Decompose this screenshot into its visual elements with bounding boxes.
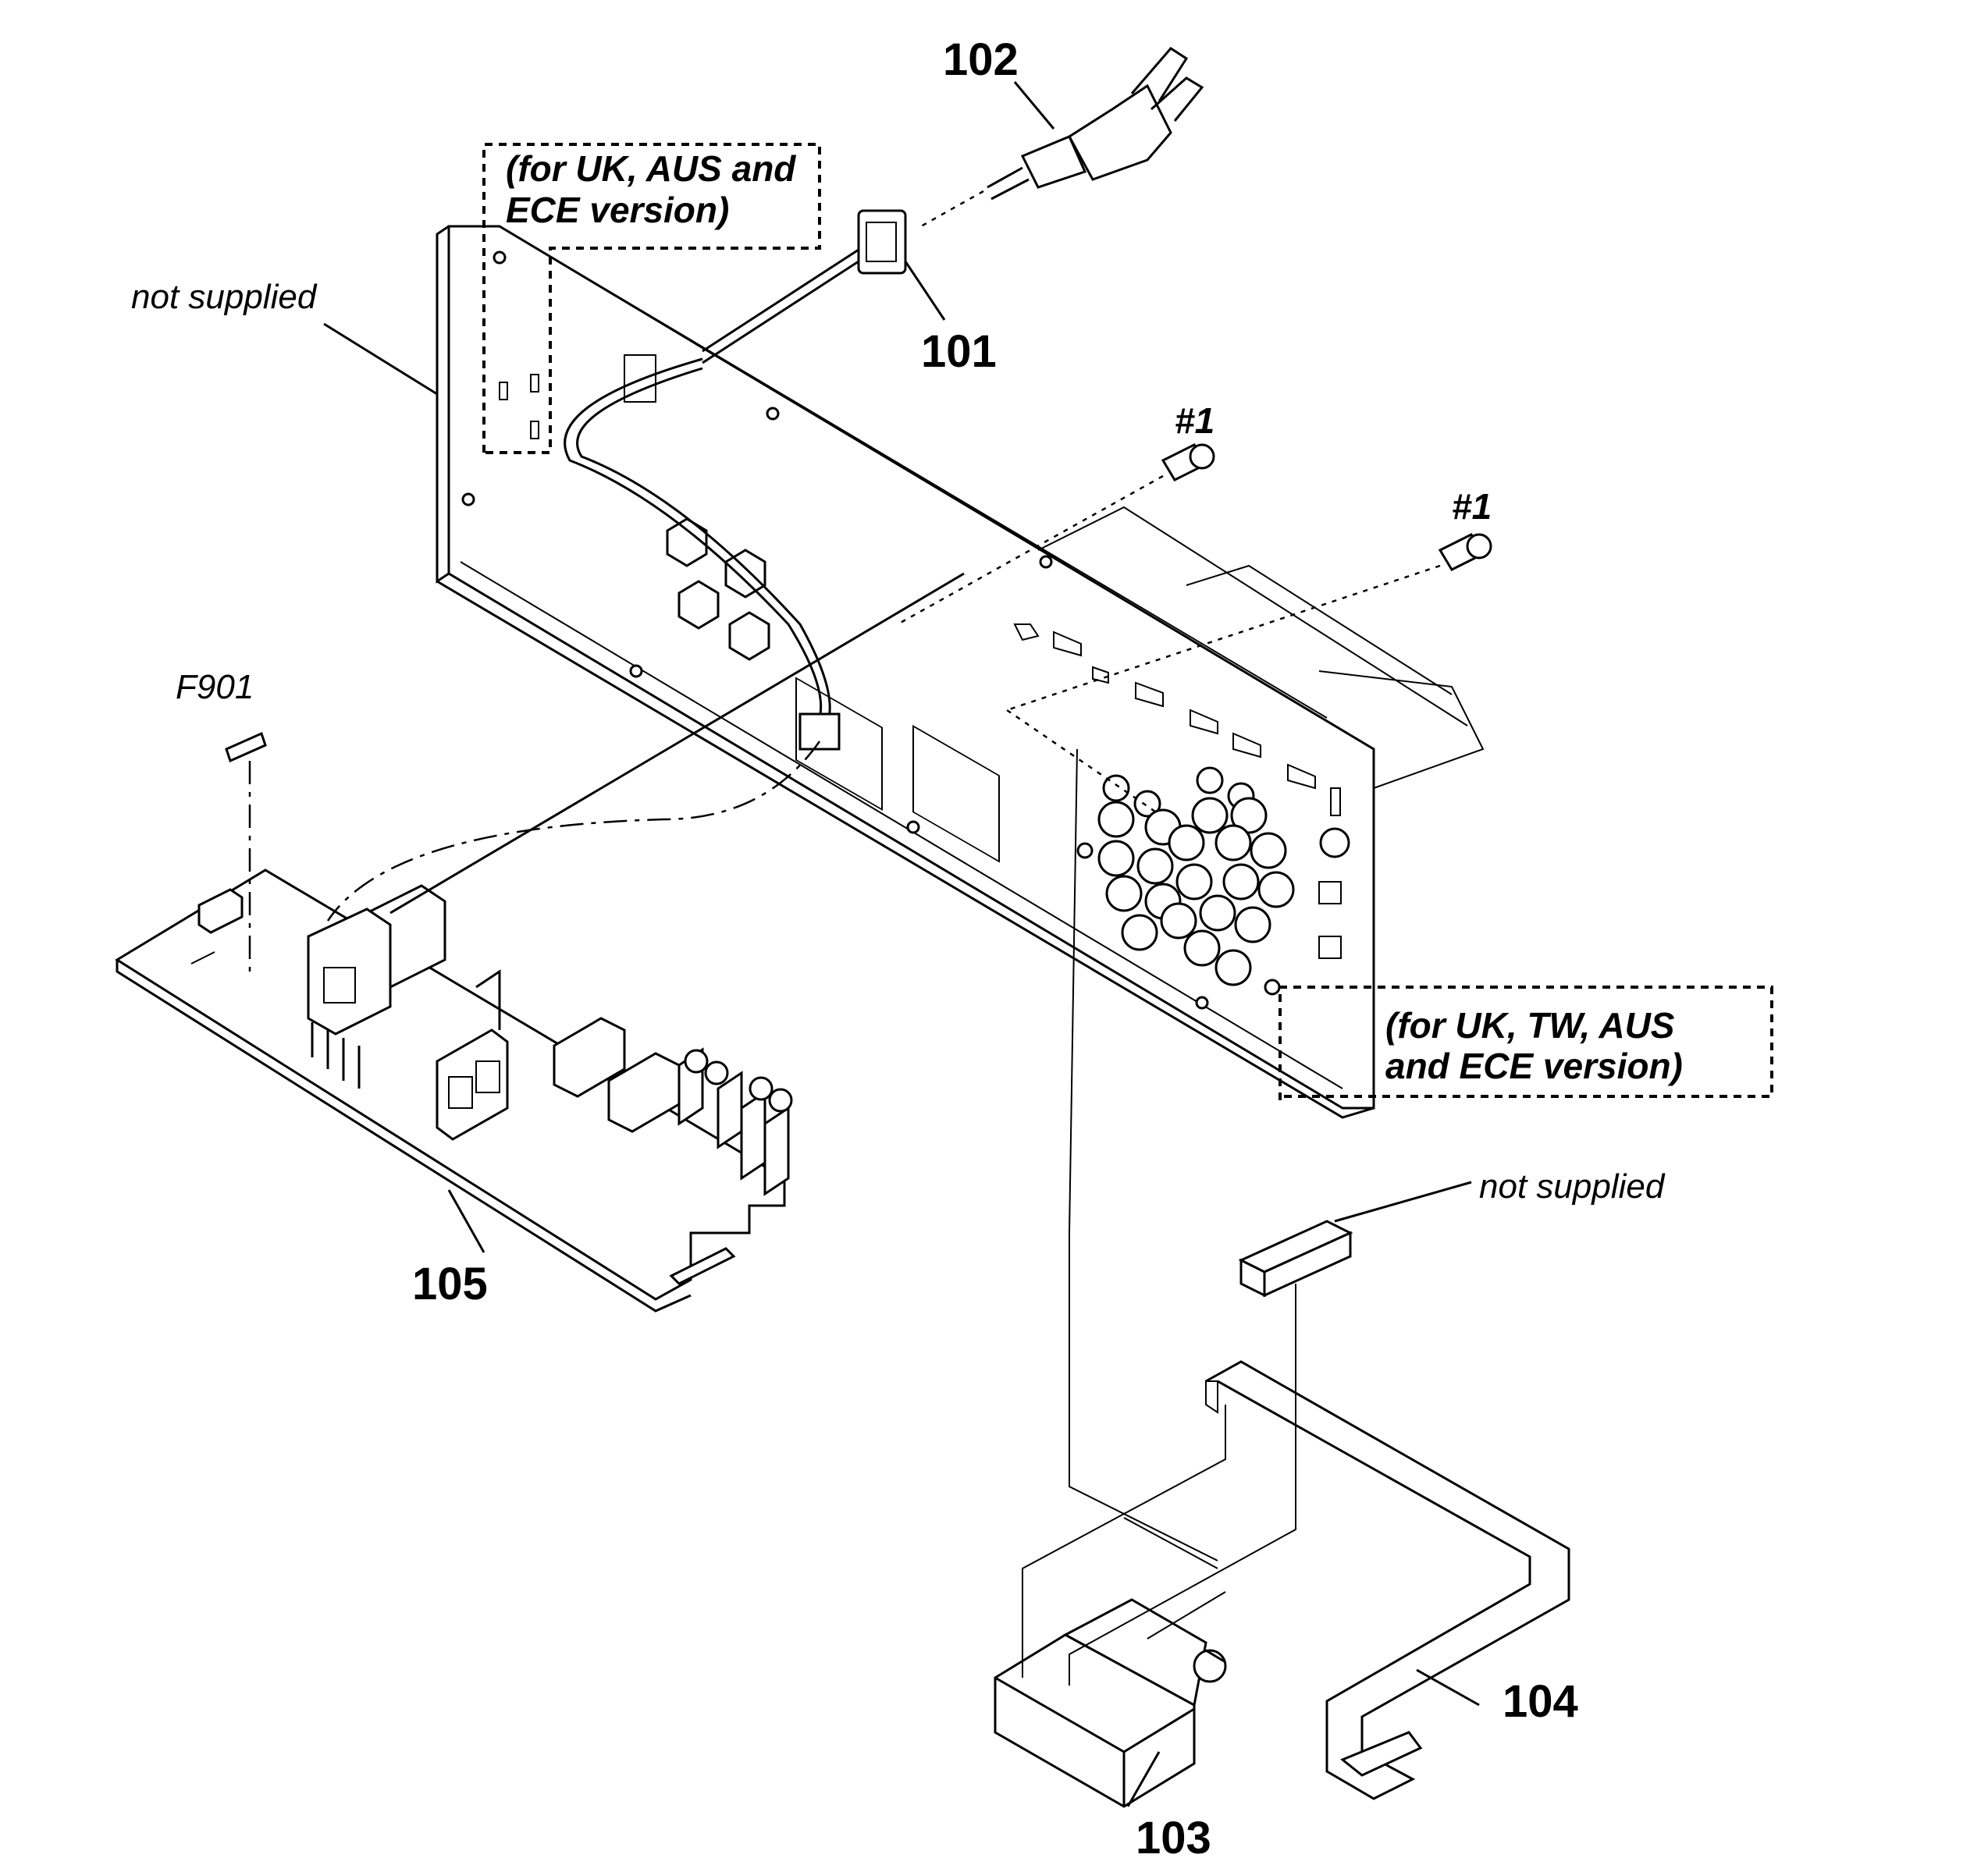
ac-power-cord-102	[920, 47, 1204, 228]
assembly-lines	[1022, 748, 1296, 1686]
not-supplied-part	[1238, 1220, 1353, 1412]
screw-label-a: #1	[1175, 400, 1214, 441]
not-supplied-label-bottom: not supplied	[1479, 1167, 1666, 1206]
leader-line-cord	[389, 572, 965, 915]
part-label-102: 102	[943, 34, 1019, 85]
not-supplied-label-top: not supplied	[131, 278, 318, 316]
ac-inlet-101	[564, 209, 907, 751]
part-label-101: 101	[921, 326, 997, 377]
callout-top-line2: ECE version)	[506, 190, 729, 230]
rear-panel	[436, 225, 1485, 1119]
part-label-104: 104	[1503, 1676, 1578, 1727]
fuse-label: F901	[176, 668, 254, 706]
screw-b	[1006, 533, 1492, 712]
callout-right-line1: (for UK, TW, AUS	[1385, 1005, 1675, 1046]
callout-right-line2: and ECE version)	[1385, 1046, 1683, 1086]
part-label-103: 103	[1136, 1813, 1211, 1863]
screw-label-b: #1	[1452, 486, 1492, 527]
callout-box-top	[482, 143, 821, 454]
power-switch-103	[994, 1598, 1227, 1808]
leader-lines	[323, 81, 1480, 1807]
part-label-105: 105	[412, 1259, 488, 1309]
screw-a	[897, 443, 1215, 626]
wire-route	[326, 741, 821, 922]
flat-cable-104	[1205, 1360, 1570, 1800]
callout-box-right	[1279, 986, 1773, 1100]
jack-holes	[1076, 766, 1350, 996]
fuse-f901	[225, 731, 267, 975]
callout-top-line1: (for UK, AUS and	[506, 148, 796, 189]
power-board-105	[115, 869, 793, 1313]
